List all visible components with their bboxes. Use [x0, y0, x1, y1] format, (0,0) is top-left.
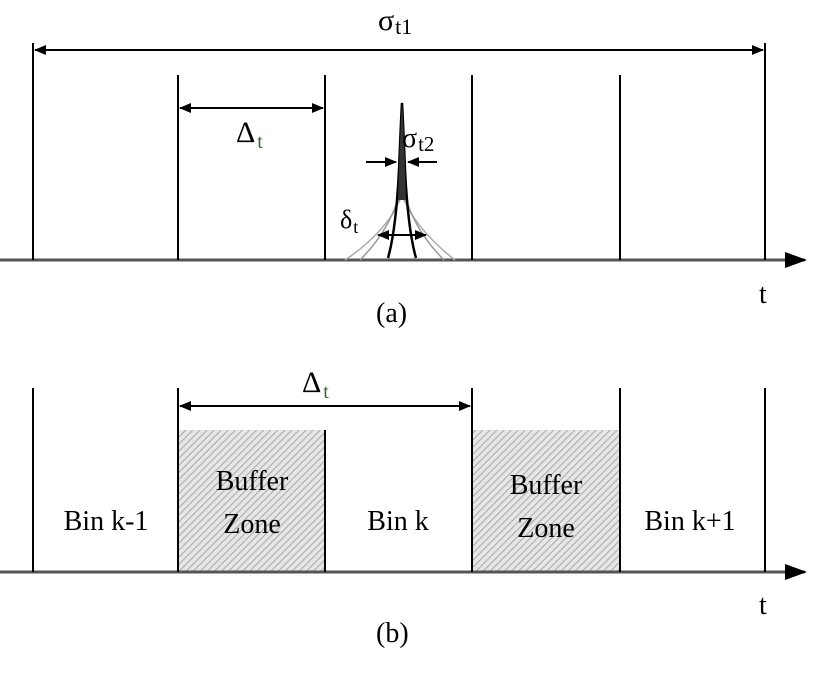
buffer-zone-left-label-line1: Buffer [216, 466, 289, 497]
panel-b-caption: (b) [376, 618, 409, 649]
sigma-t1-label: σt1 [378, 4, 412, 39]
bin-k-minus-1-label: Bin k-1 [64, 506, 149, 537]
bin-k-plus-1-label: Bin k+1 [644, 506, 735, 537]
bin-k-label: Bin k [367, 506, 428, 537]
buffer-zone-right [473, 430, 620, 571]
buffer-zone-right-label-line2: Zone [517, 513, 575, 544]
buffer-zone-right-label-line1: Buffer [510, 470, 583, 501]
panel-a-caption: (a) [376, 298, 407, 329]
buffer-zone-left [179, 430, 325, 571]
wide-distribution-curve-2 [359, 194, 445, 261]
narrow-pulse-peak-fill [398, 103, 406, 200]
small-delta-t-label: δt [340, 205, 358, 237]
panel-a-time-axis-label: t [759, 279, 767, 310]
sigma-t2-label: σt2 [402, 123, 434, 156]
wide-distribution-curve [344, 194, 456, 261]
buffer-zone-left-label-line2: Zone [223, 509, 281, 540]
panel-b-time-axis-label: t [759, 590, 767, 621]
